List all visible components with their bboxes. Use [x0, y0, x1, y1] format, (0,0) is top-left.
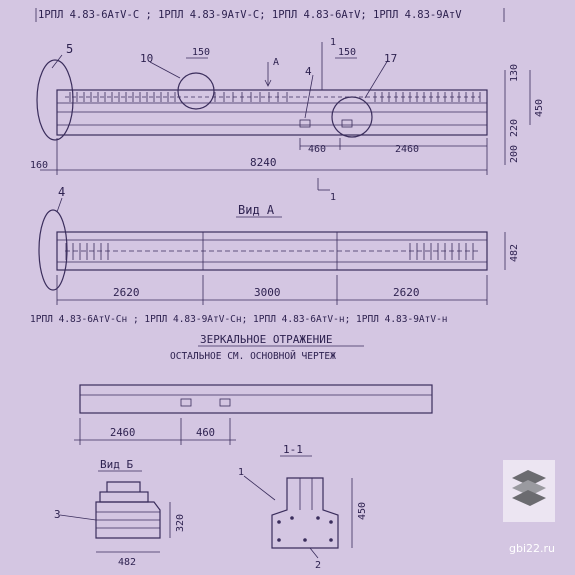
rebar-dot: [277, 538, 281, 542]
rebar-dot: [277, 520, 281, 524]
watermark: gbi22.ru: [503, 460, 555, 555]
dim-460: 460: [308, 144, 326, 155]
rebar-dot: [329, 538, 333, 542]
segment-3: 2620: [393, 286, 420, 299]
section-1-1: 1-1 1 2 450: [238, 443, 368, 571]
section-callout-1: 1: [330, 37, 336, 48]
mirror-beam: 2460 460: [74, 384, 433, 445]
callout-17: 17: [384, 52, 397, 65]
section-mark-1: 1: [330, 192, 336, 203]
dim-450: 450: [534, 99, 545, 117]
logo-icon: [512, 470, 546, 506]
rebar-dot: [290, 516, 294, 520]
dim-160: 160: [30, 160, 48, 171]
mirror-heading: ЗЕРКАЛЬНОЕ ОТРАЖЕНИЕ: [200, 333, 332, 346]
view-b-callout-3: 3: [54, 508, 61, 521]
view-b-width: 482: [118, 557, 136, 568]
overall-length: 8240: [250, 156, 277, 169]
section-callout-1-label: 1: [238, 467, 244, 478]
callout-10-bubble: [177, 72, 215, 110]
callout-5-bubble: [36, 59, 74, 141]
top-view: 5 10 4 17 1 А 150 150 130 450 220 200 46…: [30, 37, 545, 203]
mirror-subheading: ОСТАЛЬНОЕ СМ. ОСНОВНОЙ ЧЕРТЕЖ: [170, 350, 336, 362]
view-a-callout-4: 4: [58, 185, 65, 199]
rebar-dot: [329, 520, 333, 524]
callout-10: 10: [140, 52, 153, 65]
view-a-title: Вид А: [238, 203, 275, 217]
view-a-width: 482: [509, 244, 520, 262]
dim-220: 220: [509, 119, 520, 137]
segment-1: 2620: [113, 286, 140, 299]
mirror-title-line: 1РПЛ 4.83-6АтV-Сн ; 1РПЛ 4.83-9АтV-Сн; 1…: [30, 314, 448, 325]
header-title: 1РПЛ 4.83-6АтV-С ; 1РПЛ 4.83-9АтV-С; 1РП…: [38, 9, 462, 21]
mirror-dim-2460: 2460: [110, 427, 135, 439]
dim-2460: 2460: [395, 144, 419, 155]
dim-150-left: 150: [192, 47, 210, 58]
callout-5: 5: [66, 42, 73, 56]
section-title: 1-1: [283, 443, 303, 456]
callout-4: 4: [305, 65, 312, 78]
callout-17-bubble: [331, 96, 373, 138]
rebar-dot: [303, 538, 307, 542]
view-b-title: Вид Б: [100, 458, 133, 471]
dim-200: 200: [509, 145, 520, 163]
dim-130: 130: [509, 64, 520, 82]
section-callout-2-label: 2: [315, 560, 321, 571]
view-a-arrow: А: [273, 57, 279, 68]
view-a: Вид А 4 482 2620 3000 2620: [38, 185, 520, 305]
segment-2: 3000: [254, 286, 281, 299]
watermark-site: gbi22.ru: [509, 542, 555, 555]
rebar-dot: [316, 516, 320, 520]
view-b: Вид Б 3 320 482: [54, 458, 186, 568]
mirror-dim-460: 460: [196, 427, 215, 439]
dim-150-right: 150: [338, 47, 356, 58]
callout-4-bubble: [38, 209, 68, 291]
section-height: 450: [357, 502, 368, 520]
view-b-height: 320: [175, 514, 186, 532]
